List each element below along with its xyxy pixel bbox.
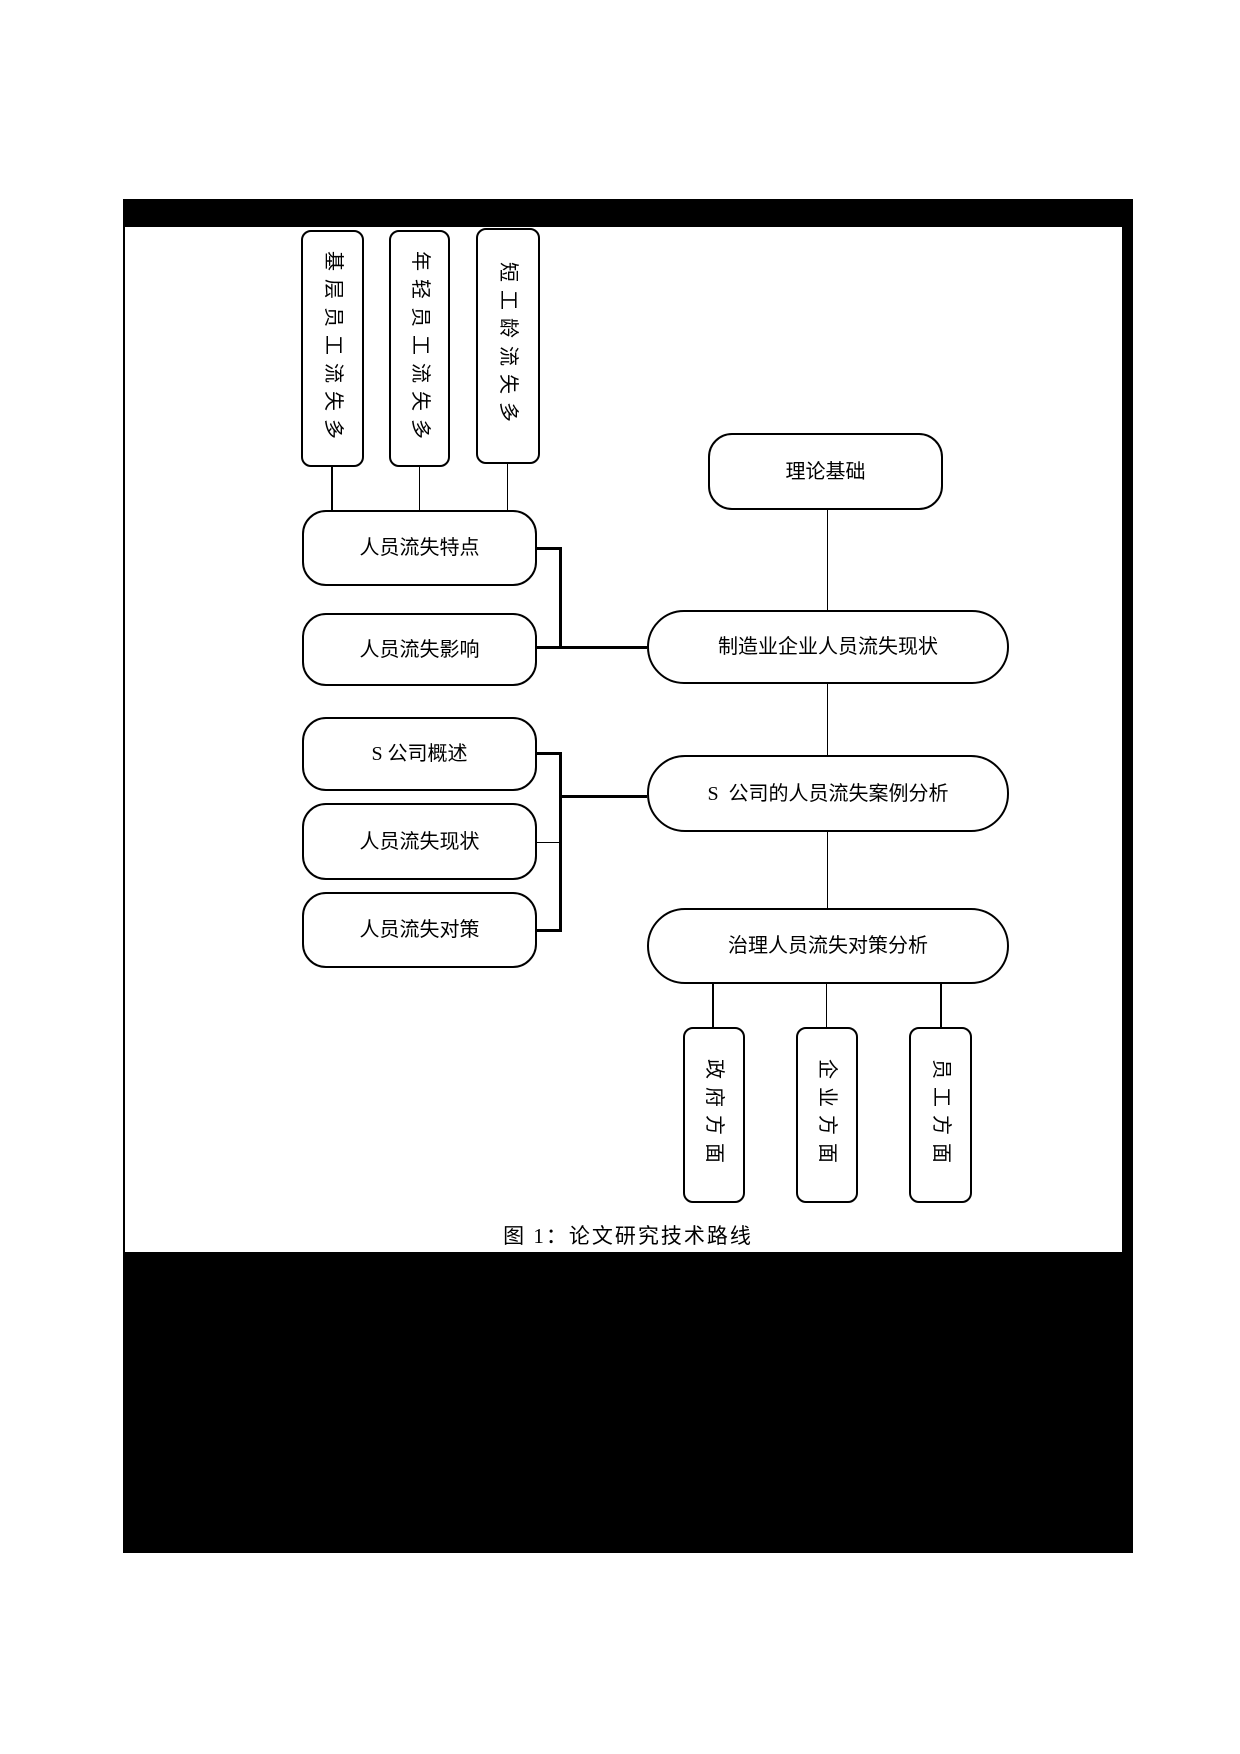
- node-label: 企业方面: [816, 1059, 838, 1171]
- connector-line: [712, 984, 714, 1027]
- node-theoretical-basis: 理论基础: [708, 433, 943, 510]
- connector-line: [537, 547, 562, 550]
- connector-line: [331, 467, 333, 510]
- node-label: 理论基础: [785, 460, 866, 483]
- node-employee-aspect: 员工方面: [909, 1027, 972, 1203]
- node-loss-impact: 人员流失影响: [302, 613, 537, 686]
- connector-line: [827, 510, 828, 610]
- node-label: 年轻员工流失多: [408, 250, 431, 447]
- node-label: 人员流失特点: [359, 537, 480, 559]
- connector-line: [826, 984, 827, 1027]
- node-grassroots-employee-loss: 基层员工流失多: [301, 230, 364, 467]
- connector-line: [940, 984, 942, 1027]
- connector-line: [507, 463, 508, 510]
- figure-caption: 图 1：论文研究技术路线: [503, 1224, 753, 1248]
- scan-left-border: [123, 227, 125, 1253]
- node-label: 人员流失现状: [359, 830, 480, 853]
- node-enterprise-aspect: 企业方面: [796, 1027, 858, 1203]
- connector-line: [537, 752, 562, 755]
- node-company-overview: S 公司概述: [302, 717, 537, 791]
- scan-right-border: [1122, 227, 1133, 1253]
- node-company-case-analysis: S 公司的人员流失案例分析: [647, 755, 1009, 832]
- node-label: 人员流失对策: [359, 919, 480, 941]
- node-young-employee-loss: 年轻员工流失多: [389, 230, 450, 467]
- connector-line: [537, 842, 559, 843]
- node-loss-characteristics: 人员流失特点: [302, 510, 537, 586]
- connector-line: [559, 752, 562, 932]
- scan-top-bar: [123, 199, 1133, 227]
- node-countermeasure-analysis: 治理人员流失对策分析: [647, 908, 1009, 984]
- node-label: 基层员工流失多: [321, 250, 344, 447]
- node-label: S 公司的人员流失案例分析: [707, 782, 949, 805]
- node-label: S 公司概述: [371, 743, 468, 765]
- node-label: 治理人员流失对策分析: [728, 935, 928, 957]
- node-label: 制造业企业人员流失现状: [718, 636, 938, 658]
- node-label: 政府方面: [703, 1059, 725, 1171]
- connector-line: [827, 684, 828, 755]
- connector-line: [537, 646, 647, 649]
- node-loss-current-status: 人员流失现状: [302, 803, 537, 880]
- node-label: 员工方面: [929, 1059, 952, 1171]
- node-label: 短工龄流失多: [497, 262, 519, 430]
- connector-line: [562, 795, 647, 798]
- connector-line: [559, 547, 562, 649]
- node-label: 人员流失影响: [359, 638, 480, 661]
- node-short-tenure-loss: 短工龄流失多: [476, 228, 540, 464]
- scan-bottom-block: [123, 1252, 1133, 1553]
- connector-line: [419, 467, 420, 510]
- connector-line: [827, 832, 828, 908]
- node-government-aspect: 政府方面: [683, 1027, 745, 1203]
- connector-line: [537, 929, 562, 932]
- node-loss-countermeasures: 人员流失对策: [302, 892, 537, 968]
- node-manufacturing-loss-status: 制造业企业人员流失现状: [647, 610, 1009, 684]
